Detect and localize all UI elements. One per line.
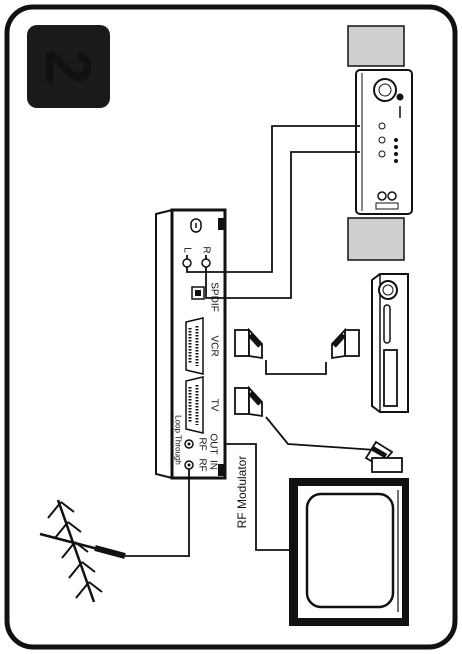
scart-plug-tv-left-icon bbox=[234, 385, 263, 418]
loop-through-label: Loop Through bbox=[174, 415, 183, 465]
antenna-cable bbox=[122, 469, 190, 557]
scart-vcr-label: VCR bbox=[209, 335, 220, 356]
scart-plug-tv-right-icon bbox=[364, 440, 403, 473]
scart-plug-vcr-right-icon bbox=[331, 327, 360, 360]
audio-right-jack bbox=[201, 258, 211, 268]
rf-out-label-2: OUT bbox=[208, 433, 219, 454]
audio-left-jack bbox=[182, 258, 192, 268]
step-number-badge: 2 bbox=[27, 25, 110, 108]
speaker-bottom-icon bbox=[347, 217, 405, 261]
scart-plug-vcr-left-icon bbox=[234, 327, 263, 360]
cables bbox=[122, 125, 377, 557]
scart-cable-vcr bbox=[265, 360, 327, 375]
amplifier-icon bbox=[355, 69, 413, 215]
spdif-label: SPDIF bbox=[209, 282, 220, 311]
rf-in-label-1: RF bbox=[197, 458, 208, 471]
rf-modulator-cable bbox=[225, 443, 303, 551]
step-number: 2 bbox=[32, 49, 104, 85]
rf-in-label-2: IN bbox=[208, 460, 219, 470]
vcr-icon bbox=[371, 273, 409, 413]
rf-modulator-label: RF Modulator bbox=[235, 456, 249, 529]
rf-out-label-1: RF bbox=[197, 437, 208, 450]
scart-tv-label: TV bbox=[209, 399, 220, 412]
audio-cable bbox=[186, 125, 360, 273]
scart-vcr-port bbox=[185, 317, 204, 375]
antenna-icon bbox=[39, 499, 126, 603]
scart-tv-port bbox=[185, 376, 204, 434]
audio-left-label: L bbox=[182, 247, 193, 253]
television-icon bbox=[289, 478, 409, 626]
spdif-cable bbox=[205, 151, 360, 299]
scart-cable-tv bbox=[265, 416, 377, 451]
receiver-panel: L R SPDIF VCR TV Loop Through RF OUT RF … bbox=[155, 208, 227, 480]
speaker-top-icon bbox=[347, 25, 405, 67]
audio-right-label: R bbox=[201, 246, 212, 253]
